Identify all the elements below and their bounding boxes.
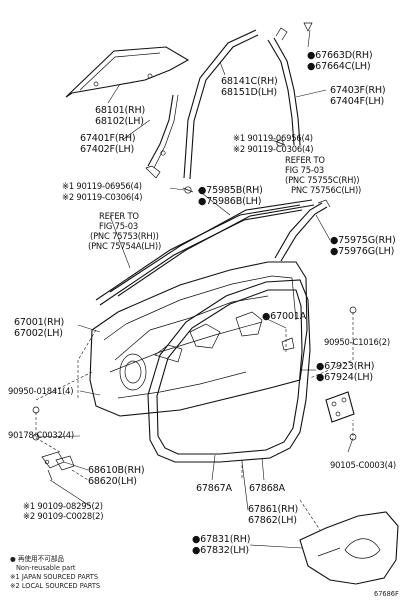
belt-moulding (95, 199, 315, 306)
label-67403f: 67403F(RH) (330, 85, 385, 96)
label-68102: 68102(LH) (95, 116, 144, 127)
label-68151d: 68151D(LH) (221, 87, 277, 98)
label-67868a: 67868A (249, 483, 286, 494)
label-67401f: 67401F(RH) (80, 133, 135, 144)
label-90105: 90105-C0003(4) (330, 460, 396, 470)
door-weatherstrip (147, 279, 311, 463)
legend-local-sourced: ※2 LOCAL SOURCED PARTS (10, 582, 100, 590)
label-67404f: 67404F(LH) (330, 96, 384, 107)
label-90119-rh-1: ※1 90119-06956(4) (233, 133, 313, 143)
refer-left-3: (PNC 75753(RH)) (90, 231, 159, 241)
dashed-reference-lines (35, 312, 354, 531)
refer-right-1: REFER TO (285, 155, 325, 165)
label-67402f: 67402F(LH) (80, 144, 134, 155)
refer-right-3: (PNC 75755C(RH)) (285, 175, 359, 185)
label-67001a: ●67001A (262, 311, 307, 322)
refer-right-2: FIG 75-03 (285, 165, 324, 175)
label-67832: ●67832(LH) (192, 545, 249, 556)
service-hole-cover (299, 511, 399, 585)
label-90119-rh-2: ※2 90119-C0306(4) (233, 144, 313, 154)
label-67861: 67861(RH) (248, 504, 298, 515)
label-67923: ●67923(RH) (316, 361, 374, 372)
refer-left-1: REFER TO (99, 211, 139, 221)
label-75976g: ●75976G(LH) (330, 246, 394, 257)
label-90950-01841: 90950-01841(4) (8, 386, 73, 396)
figure-number: 67686F (374, 590, 399, 598)
label-90178: 90178-C0032(4) (8, 430, 74, 440)
door-glass (65, 46, 190, 98)
legend-japan-sourced: ※1 JAPAN SOURCED PARTS (10, 573, 98, 581)
label-90109-2: ※2 90109-C0028(2) (23, 511, 103, 521)
hole-cover (281, 337, 355, 423)
label-67002: 67002(LH) (14, 328, 63, 339)
label-90950-c1016: 90950-C1016(2) (324, 337, 390, 347)
rear-channel (267, 27, 301, 146)
label-67862: 67862(LH) (248, 515, 297, 526)
clip (303, 22, 313, 32)
front-lower-frame (145, 94, 179, 179)
label-90109-1: ※1 90109-08295(2) (23, 501, 103, 511)
label-90119-lh-2: ※2 90119-C0306(4) (62, 192, 142, 202)
label-67664c: ●67664C(LH) (307, 61, 370, 72)
door-panel (89, 261, 308, 417)
label-68610b: 68610B(RH) (88, 465, 144, 476)
refer-left-4: (PNC 75754A(LH)) (88, 241, 161, 251)
label-67831: ●67831(RH) (192, 534, 250, 545)
label-68620: 68620(LH) (88, 476, 137, 487)
label-75975g: ●75975G(RH) (330, 235, 396, 246)
label-67663d: ●67663D(RH) (307, 50, 372, 61)
label-67867a: 67867A (196, 483, 233, 494)
door-hinge (41, 451, 75, 481)
label-67001: 67001(RH) (14, 317, 64, 328)
leader-lines (35, 29, 354, 549)
outer-weatherstrip (274, 199, 331, 262)
label-90119-lh-1: ※1 90119-06956(4) (62, 181, 142, 191)
label-75986b: ●75986B(LH) (198, 196, 261, 207)
label-67924: ●67924(LH) (316, 372, 373, 383)
label-75985b: ●75985B(RH) (198, 185, 263, 196)
label-68101: 68101(RH) (95, 105, 145, 116)
refer-left-2: FIG 75-03 (99, 221, 138, 231)
label-68141c: 68141C(RH) (221, 76, 278, 87)
legend: ● 再使用不可部品 Non-reusable part ※1 JAPAN SOU… (10, 554, 100, 590)
legend-non-reusable: Non-reusable part (16, 564, 76, 572)
refer-right-4: PNC 75756C(LH)) (291, 185, 361, 195)
legend-non-reusable-jp: ● 再使用不可部品 (10, 554, 64, 563)
frame-moulding (183, 29, 259, 180)
